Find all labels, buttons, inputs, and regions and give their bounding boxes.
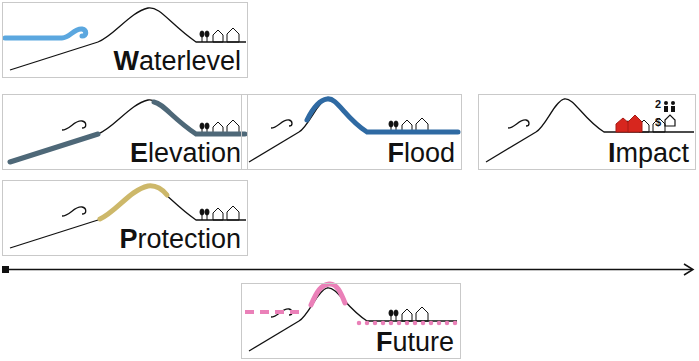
future-flood [359,321,457,326]
panel-label: Future [376,329,454,356]
panel-label: Impact [608,140,689,167]
house-icon [665,115,675,126]
icon-label: $ [655,117,661,128]
waterlevel-line [5,29,86,38]
damaged-house [628,115,642,132]
timeline-arrow [2,264,693,275]
panel-box: Waterlevel [2,2,248,78]
panel-label: Protection [119,226,241,253]
elevation-line [10,134,98,162]
panel-label: Elevation [130,140,241,167]
panel-box: Elevation [2,94,248,170]
future-protection [311,284,345,305]
future-waterlevel [245,310,301,314]
panel-box: Impact [478,94,696,170]
panel-label: Waterlevel [113,48,241,75]
panel-box: Future [241,283,461,359]
flood-line [307,99,458,132]
panel-label: Flood [387,140,455,167]
elevation-line [154,102,245,134]
protection-line [100,186,167,219]
panel-box: Flood [241,94,462,170]
panel-box: Protection [2,180,248,256]
people-icon [664,101,675,112]
icon-label: 2 [655,99,661,110]
